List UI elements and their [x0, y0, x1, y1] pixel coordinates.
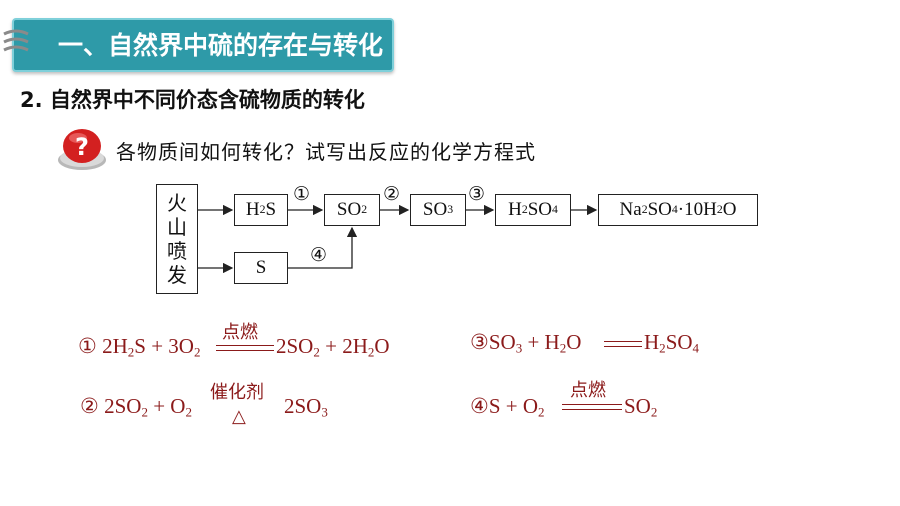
equation-4-equals	[562, 404, 622, 410]
svg-text:?: ?	[75, 133, 89, 161]
equation-3-equals	[604, 341, 642, 347]
section-title: 2. 自然界中不同价态含硫物质的转化	[20, 88, 365, 112]
equation-4-condition: 点燃	[570, 380, 606, 401]
box-s: S	[234, 252, 288, 284]
volcano-eruption-box: 火 山 喷 发	[156, 184, 198, 294]
equation-1-condition: 点燃	[222, 322, 258, 343]
step-2-label: ②	[383, 183, 401, 205]
volcano-char: 山	[167, 215, 187, 239]
equation-1: ① 2H2S + 3O2	[78, 334, 201, 360]
binder-rings-icon	[3, 29, 29, 52]
step-3-label: ③	[468, 183, 486, 205]
equation-3-products: H2SO4	[644, 330, 700, 356]
question-text: 各物质间如何转化？试写出反应的化学方程式	[116, 140, 536, 164]
equation-3-number: ③	[470, 330, 489, 354]
header-title: 一、自然界中硫的存在与转化	[58, 31, 384, 60]
question-mark-icon: ?	[58, 129, 106, 170]
equation-2-heat: △	[232, 406, 246, 427]
equation-4-products: SO2	[624, 394, 658, 420]
equation-2-catalyst: 催化剂	[210, 382, 264, 403]
equation-3: ③SO3 + H2O	[470, 330, 582, 356]
equation-2-products: 2SO3	[284, 394, 328, 420]
step-1-label: ①	[293, 183, 311, 205]
equation-1-products: 2SO2 + 2H2O	[276, 334, 390, 360]
equation-2-number: ②	[80, 394, 99, 418]
equation-2: ② 2SO2 + O2	[80, 394, 192, 420]
equation-1-equals	[216, 345, 274, 351]
equation-1-number: ①	[78, 334, 97, 358]
volcano-char: 火	[167, 191, 187, 215]
volcano-char: 喷	[167, 239, 187, 263]
step-4-label: ④	[310, 244, 328, 266]
header-bar: 一、自然界中硫的存在与转化	[12, 18, 394, 72]
volcano-char: 发	[167, 263, 187, 287]
equation-4: ④S + O2	[470, 394, 545, 420]
equation-4-number: ④	[470, 394, 489, 418]
